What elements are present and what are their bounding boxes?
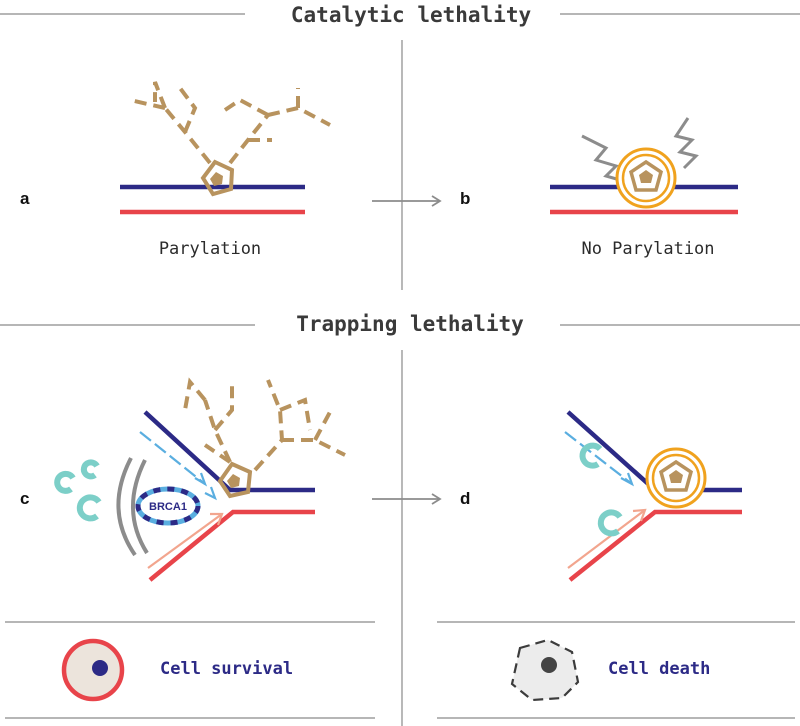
dna-strand-bottom xyxy=(568,509,742,582)
replication-arrows xyxy=(564,431,647,569)
repair-enzyme-icon xyxy=(579,442,603,469)
catalytic-lethality-title: Catalytic lethality xyxy=(291,3,532,27)
panel-label-d: d xyxy=(460,489,470,508)
cell-death-label: Cell death xyxy=(608,659,710,679)
repair-enzyme-icon xyxy=(54,470,76,494)
no-parylation-caption: No Parylation xyxy=(581,239,714,259)
panel-label-c: c xyxy=(20,489,29,508)
panel-b: No Parylation xyxy=(550,117,738,259)
trapped-parp-inhibitor xyxy=(615,147,677,209)
parylation-caption: Parylation xyxy=(159,239,261,259)
dna-strand-top xyxy=(143,410,315,493)
arrow-a-to-b xyxy=(372,195,442,207)
panel-c: BRCA1 xyxy=(54,377,346,582)
stalled-enzymes xyxy=(579,442,623,537)
cell-death-outcome: Cell death xyxy=(510,638,710,702)
section-frames xyxy=(0,13,800,726)
arrow-c-to-d xyxy=(372,493,442,505)
repair-enzyme-icon xyxy=(80,459,100,480)
parp-enzyme xyxy=(217,461,253,499)
dna-strand-bottom xyxy=(148,509,315,582)
brca1-protein: BRCA1 xyxy=(135,486,201,526)
cell-survival-label: Cell survival xyxy=(160,659,293,679)
par-chains xyxy=(183,377,346,472)
trapping-lethality-title: Trapping lethality xyxy=(296,312,524,336)
blocked-signal-icon-right xyxy=(673,117,699,170)
parp-enzyme xyxy=(200,159,235,197)
panel-label-b: b xyxy=(460,189,470,208)
cell-nucleus-icon xyxy=(92,660,108,676)
panel-a: Parylation xyxy=(120,81,331,259)
panel-label-a: a xyxy=(20,189,30,208)
repair-enzymes xyxy=(54,459,102,522)
repair-enzyme-icon xyxy=(597,509,623,537)
repair-enzyme-icon xyxy=(76,494,102,522)
trapped-parp-inhibitor xyxy=(645,447,707,509)
replication-arrows xyxy=(139,431,224,569)
par-chains xyxy=(129,81,331,165)
cell-survival-outcome: Cell survival xyxy=(61,638,293,702)
cell-nucleus-icon xyxy=(541,657,557,673)
repair-brackets xyxy=(116,457,149,557)
panel-d xyxy=(564,410,742,582)
blocked-signal-icon-left xyxy=(581,134,621,182)
brca1-label: BRCA1 xyxy=(149,501,187,513)
